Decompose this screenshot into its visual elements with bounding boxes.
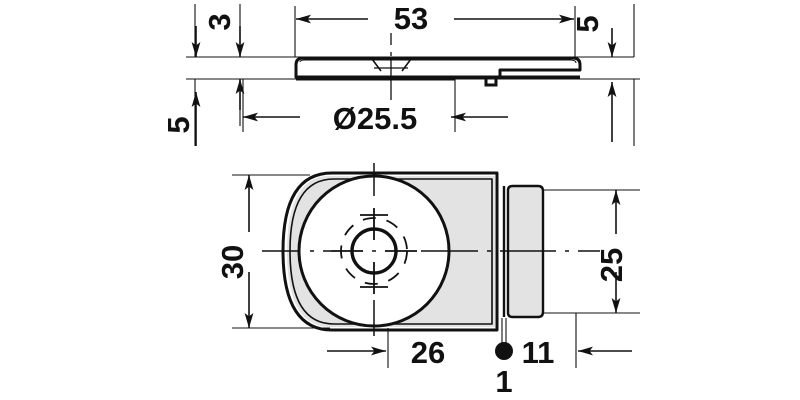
plate-outline bbox=[281, 171, 499, 332]
dimension-1-label: 1 bbox=[495, 364, 512, 399]
dimension-5-left-label: 5 bbox=[161, 116, 196, 133]
pin-marker-dot bbox=[495, 342, 513, 360]
dimension-5-right: 5 bbox=[570, 15, 617, 142]
dimension-diameter-25-5: Ø25.5 bbox=[243, 101, 508, 136]
countersink-notch bbox=[371, 58, 412, 72]
dimension-53-label: 53 bbox=[394, 1, 428, 36]
dimension-3-label: 3 bbox=[202, 13, 237, 30]
dimension-diameter-label: Ø25.5 bbox=[333, 101, 417, 136]
dimension-5-right-label: 5 bbox=[570, 15, 605, 32]
dimension-11-label: 11 bbox=[522, 335, 555, 370]
plate-underside-step bbox=[296, 75, 580, 87]
bore-center-line bbox=[374, 33, 408, 100]
dimension-11: 11 bbox=[522, 335, 632, 370]
side-elevation-view: 53 Ø25.5 3 5 bbox=[161, 1, 640, 146]
dimension-30: 30 bbox=[215, 175, 254, 328]
center-hole-crosshair bbox=[331, 208, 417, 294]
plate-inner-outline bbox=[289, 178, 493, 325]
dimension-25: 25 bbox=[594, 190, 629, 313]
plate-top-edge-highlight bbox=[299, 59, 577, 64]
plan-view: 30 25 26 11 1 bbox=[215, 163, 640, 399]
dimension-1: 1 bbox=[495, 364, 512, 399]
dimension-53: 53 bbox=[296, 1, 574, 36]
dimension-3: 3 bbox=[202, 13, 245, 110]
dimension-26: 26 bbox=[327, 335, 445, 370]
dimension-30-label: 30 bbox=[215, 245, 250, 279]
dimension-25-label: 25 bbox=[594, 248, 629, 282]
dimension-5-left: 5 bbox=[161, 26, 201, 146]
plate-profile-outline bbox=[294, 56, 582, 79]
dimension-26-label: 26 bbox=[411, 335, 445, 370]
